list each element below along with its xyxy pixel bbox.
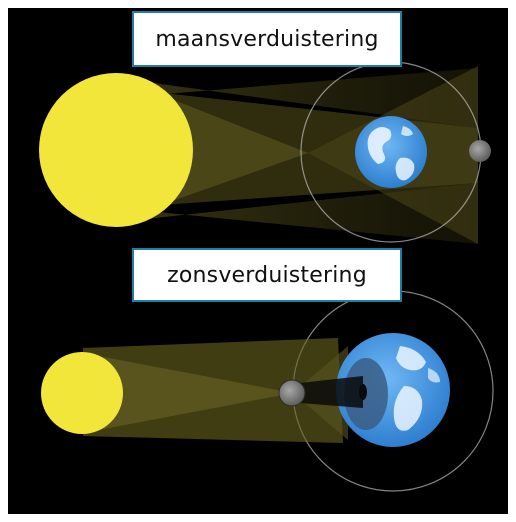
diagram-frame: maansverduistering zonsverduistering xyxy=(8,8,508,514)
umbra-spot xyxy=(359,384,367,400)
sun-icon-bottom xyxy=(41,352,123,434)
solar-eclipse-label: zonsverduistering xyxy=(132,248,402,302)
umbra-cone xyxy=(300,376,363,408)
solar-penumbra-beam xyxy=(83,338,343,443)
lunar-eclipse-text: maansverduistering xyxy=(155,26,379,52)
solar-eclipse-scene xyxy=(41,290,494,492)
moon-icon-top xyxy=(469,140,491,162)
earth-icon-top xyxy=(355,116,427,188)
sun-icon-top xyxy=(39,73,193,227)
lunar-eclipse-scene xyxy=(39,61,491,244)
solar-eclipse-text: zonsverduistering xyxy=(167,262,367,288)
moon-icon-bottom xyxy=(278,379,306,407)
lunar-eclipse-label: maansverduistering xyxy=(132,11,402,67)
solar-beam-cross xyxy=(83,353,293,433)
eclipse-diagram xyxy=(39,61,494,492)
penumbra-beam-lower xyxy=(118,183,478,244)
